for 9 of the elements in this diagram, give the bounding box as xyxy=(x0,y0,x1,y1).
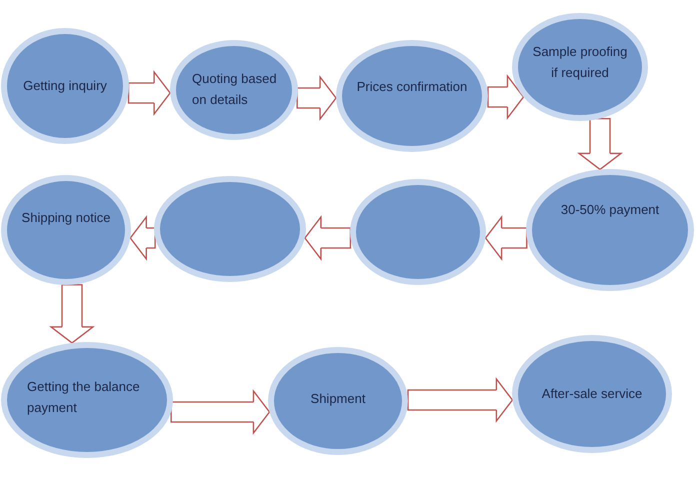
node-label: Prices confirmation xyxy=(356,78,468,96)
node-label: 30-50% payment xyxy=(560,200,660,219)
node-label: Shipment xyxy=(310,390,366,408)
node-label: Sample proofing if required xyxy=(532,43,628,82)
node-label: Quoting based on details xyxy=(192,70,278,109)
node-label: Getting the balance payment xyxy=(27,378,141,417)
node-label: After-sale service xyxy=(540,384,644,403)
node-label: Getting inquiry xyxy=(22,76,108,95)
node-label: Shipping notice xyxy=(20,208,112,227)
